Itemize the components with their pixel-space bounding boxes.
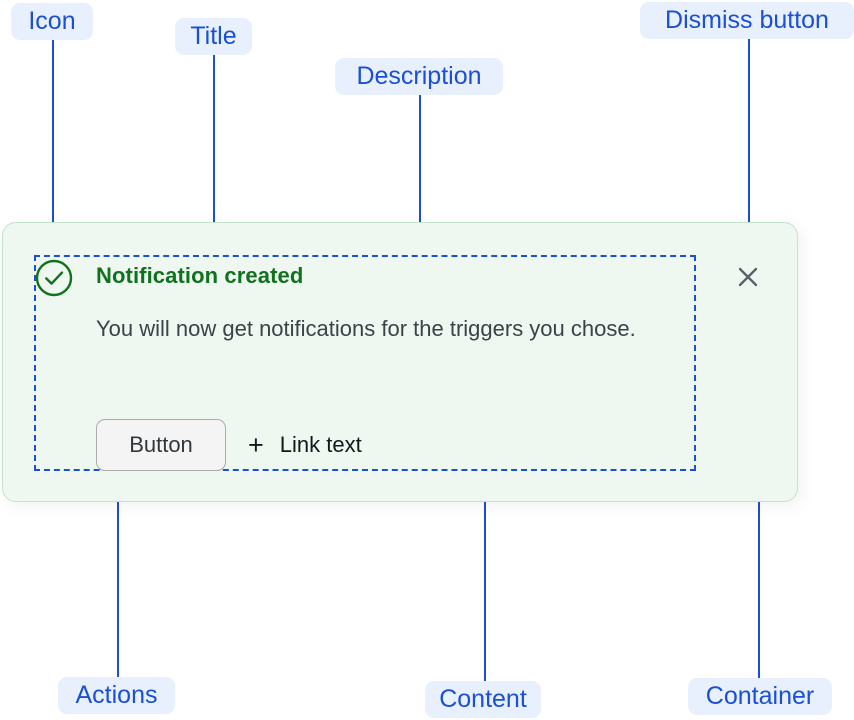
leader-line-title <box>213 55 215 263</box>
notification-actions: Button + Link text <box>96 419 362 471</box>
annotation-label-content: Content <box>425 681 541 718</box>
annotation-label-actions: Actions <box>58 677 175 714</box>
annotation-label-icon: Icon <box>11 3 93 40</box>
dismiss-button[interactable] <box>733 262 763 292</box>
leader-line-dismiss <box>748 39 750 247</box>
annotation-label-title: Title <box>175 18 252 55</box>
plus-icon: + <box>248 429 264 460</box>
check-circle-icon <box>34 258 74 298</box>
link-action[interactable]: + Link text <box>248 429 362 460</box>
notification-title: Notification created <box>96 263 304 288</box>
close-icon <box>738 267 758 287</box>
annotation-label-dismiss: Dismiss button <box>640 2 854 39</box>
annotation-label-container: Container <box>688 678 832 715</box>
leader-line-actions <box>117 471 119 677</box>
leader-line-desc <box>419 95 421 303</box>
leader-line-content <box>484 471 486 681</box>
leader-line-icon <box>52 40 54 248</box>
leader-line-container <box>758 472 760 678</box>
action-button[interactable]: Button <box>96 419 226 471</box>
annotation-label-desc: Description <box>335 58 503 95</box>
link-action-label: Link text <box>279 432 362 457</box>
notification-description: You will now get notifications for the t… <box>96 316 636 341</box>
